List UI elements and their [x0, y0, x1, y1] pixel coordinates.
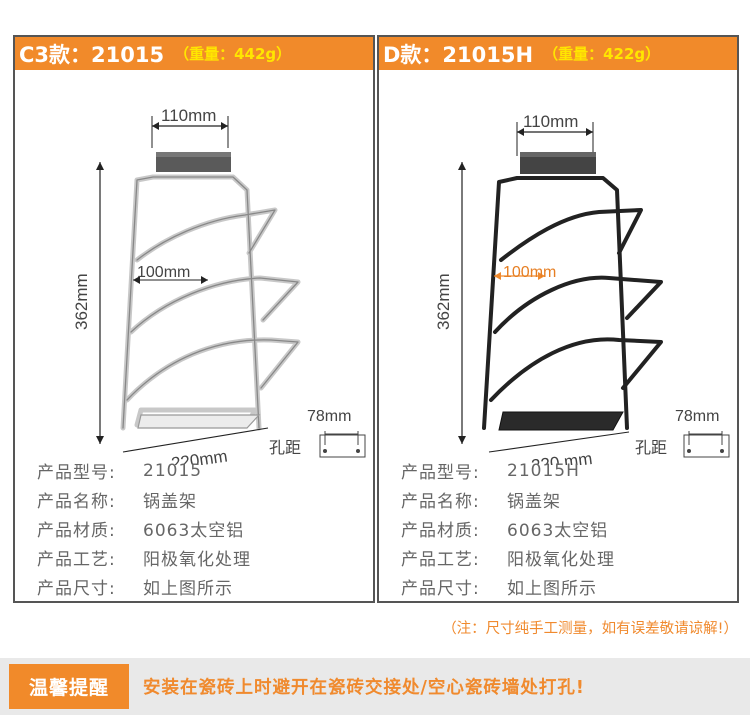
spec-row: 产品型号: 21015	[37, 456, 367, 485]
spec-value: 如上图所示	[143, 579, 233, 599]
spec-row: 产品材质: 6063太空铝	[401, 514, 731, 543]
inner-width-label: 100mm	[137, 264, 190, 281]
spec-label: 产品型号:	[37, 463, 116, 483]
spec-label: 产品名称:	[401, 492, 480, 512]
spec-label: 产品尺寸:	[401, 579, 480, 599]
height-label: 362mm	[434, 273, 453, 330]
product-panel-d: D款：21015H （重量：422g） 110mm 362mm 100mm 22…	[377, 35, 739, 603]
hole-spacing-diagram: 78mm 孔距	[635, 408, 730, 458]
hole-spacing-diagram: 78mm 孔距	[269, 408, 366, 458]
hole-spacing-label: 78mm	[675, 408, 719, 425]
weight-label: （重量：422g）	[543, 45, 661, 63]
spec-value: 6063太空铝	[507, 521, 609, 541]
tip-title: 温馨提醒	[9, 664, 129, 709]
spec-value: 6063太空铝	[143, 521, 245, 541]
height-label: 362mm	[72, 273, 91, 330]
spec-row: 产品尺寸: 如上图所示	[401, 572, 731, 601]
spec-list: 产品型号: 21015 产品名称: 锅盖架 产品材质: 6063太空铝 产品工艺: 阳极…	[37, 456, 367, 601]
spec-row: 产品工艺: 阳极氧化处理	[37, 543, 367, 572]
spec-row: 产品名称: 锅盖架	[37, 485, 367, 514]
spec-label: 产品工艺:	[401, 550, 480, 570]
panel-header: C3款：21015 （重量：442g）	[15, 37, 373, 70]
hole-label: 孔距	[635, 439, 667, 457]
spec-value: 锅盖架	[143, 492, 197, 512]
spec-label: 产品材质:	[37, 521, 116, 541]
product-diagram-silver: 110mm 362mm 100mm 220mm	[72, 106, 301, 465]
product-diagram-black: 110mm 362mm 100mm 220 mm	[434, 112, 663, 465]
spec-row: 产品型号: 21015H	[401, 456, 731, 485]
spec-value: 21015	[143, 460, 203, 481]
spec-label: 产品材质:	[401, 521, 480, 541]
top-width-label: 110mm	[523, 112, 578, 131]
weight-label: （重量：442g）	[174, 45, 292, 63]
spec-label: 产品型号:	[401, 463, 480, 483]
spec-label: 产品尺寸:	[37, 579, 116, 599]
spec-list: 产品型号: 21015H 产品名称: 锅盖架 产品材质: 6063太空铝 产品工艺: 阳…	[401, 456, 731, 601]
tip-bar: 温馨提醒 安装在瓷砖上时避开在瓷砖交接处/空心瓷砖墙处打孔!	[0, 658, 750, 715]
product-panel-c3: C3款：21015 （重量：442g） 110mm 362mm	[13, 35, 375, 603]
spec-row: 产品材质: 6063太空铝	[37, 514, 367, 543]
hole-spacing-label: 78mm	[307, 408, 351, 425]
spec-row: 产品名称: 锅盖架	[401, 485, 731, 514]
spec-value: 锅盖架	[507, 492, 561, 512]
spec-value: 如上图所示	[507, 579, 597, 599]
top-width-label: 110mm	[161, 106, 216, 125]
spec-label: 产品名称:	[37, 492, 116, 512]
measurement-note: （注：尺寸纯手工测量，如有误差敬请谅解!）	[442, 621, 738, 637]
model-title: D款：21015H	[383, 42, 534, 67]
spec-value: 阳极氧化处理	[507, 550, 615, 570]
spec-value: 21015H	[507, 460, 580, 481]
inner-width-label: 100mm	[503, 264, 556, 281]
spec-row: 产品工艺: 阳极氧化处理	[401, 543, 731, 572]
tip-text: 安装在瓷砖上时避开在瓷砖交接处/空心瓷砖墙处打孔!	[143, 678, 585, 698]
panel-header: D款：21015H （重量：422g）	[379, 37, 737, 70]
spec-value: 阳极氧化处理	[143, 550, 251, 570]
spec-row: 产品尺寸: 如上图所示	[37, 572, 367, 601]
spec-label: 产品工艺:	[37, 550, 116, 570]
model-title: C3款：21015	[19, 42, 165, 67]
hole-label: 孔距	[269, 439, 301, 457]
